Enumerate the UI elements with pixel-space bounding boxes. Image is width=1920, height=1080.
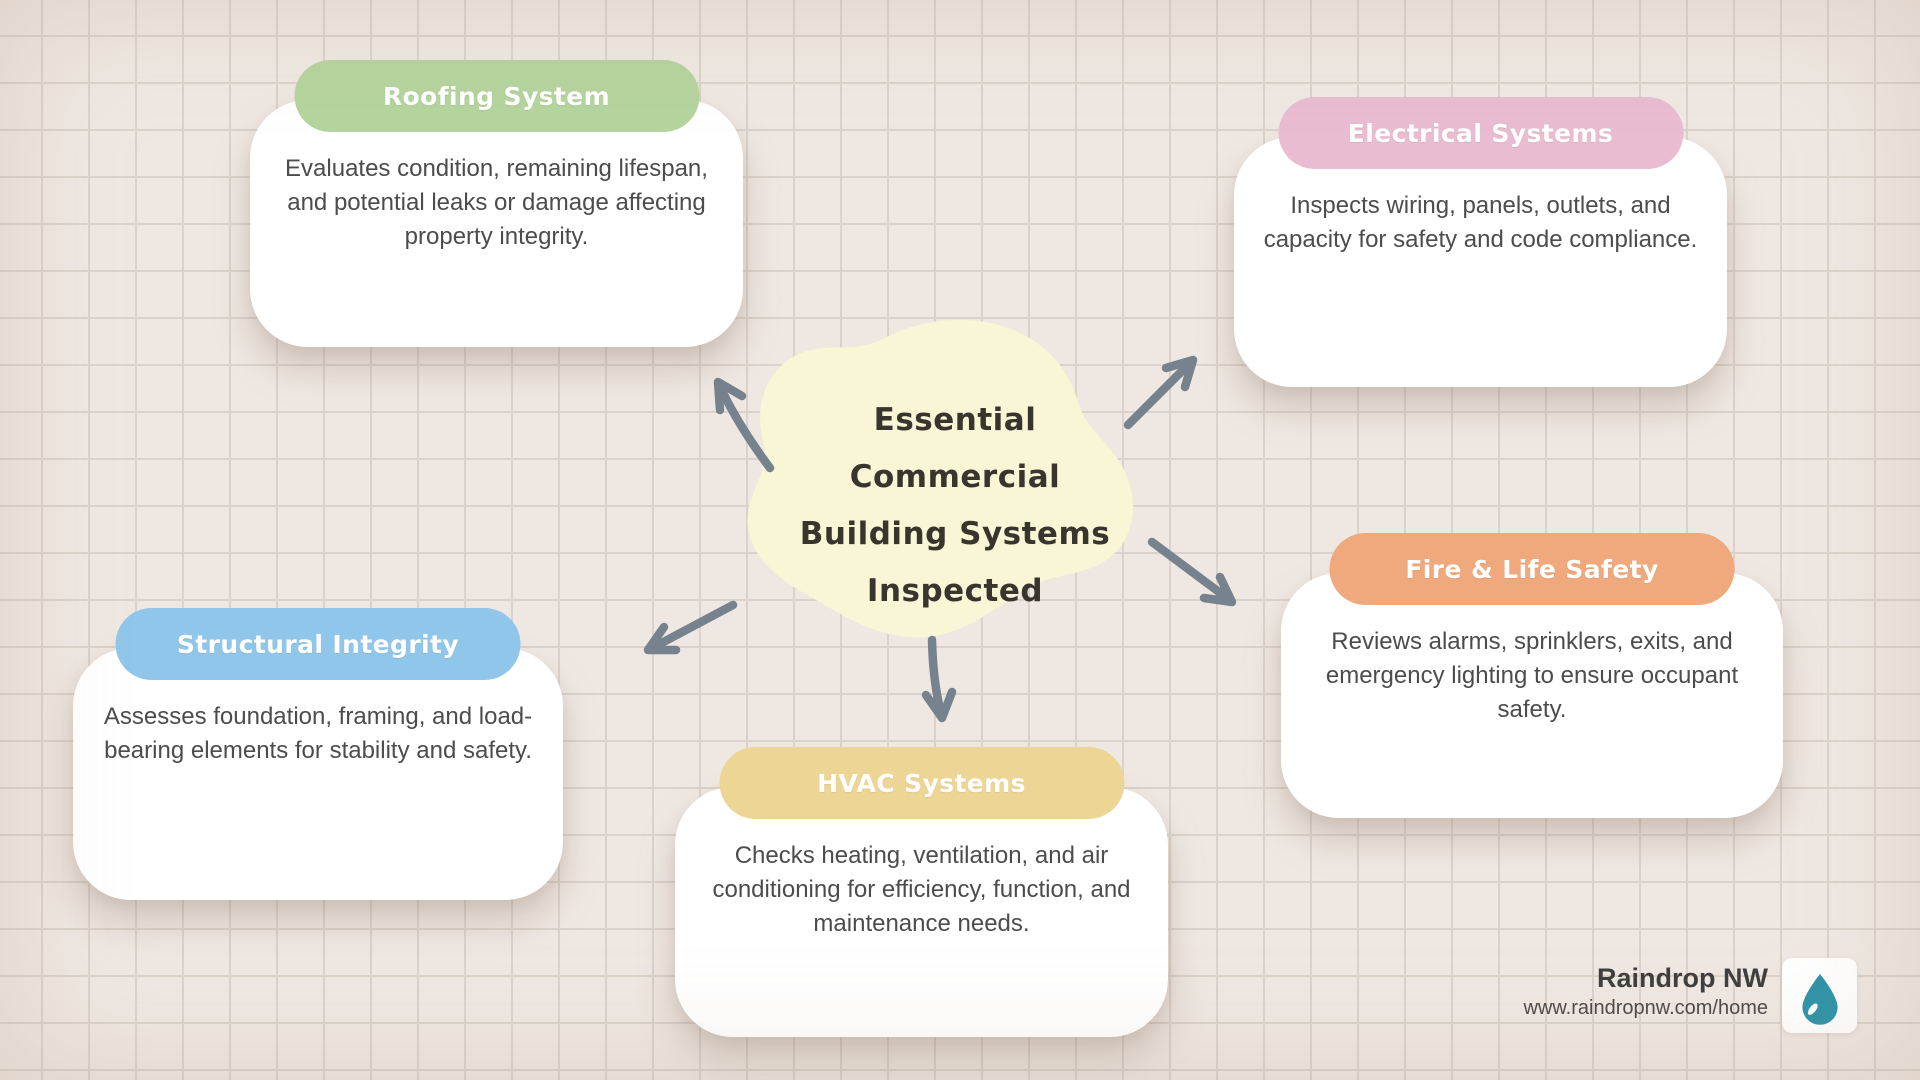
raindrop-icon-highlight [1807,1002,1818,1015]
arrow-to-electrical-icon [1123,355,1198,430]
node-label-structural: Structural Integrity [176,629,460,659]
logo-tile [1782,958,1857,1033]
node-pill-hvac: HVAC Systems [719,747,1124,819]
center-title-line-3: Inspected [866,573,1044,609]
node-card-roofing: Roofing System Evaluates condition, rema… [250,60,743,347]
node-description-electrical: Inspects wiring, panels, outlets, and ca… [1263,192,1698,253]
node-label-roofing: Roofing System [382,81,611,111]
arrow-to-roofing-icon [713,377,775,473]
node-label-electrical: Electrical Systems [1347,118,1614,148]
footer-url: www.raindropnw.com/home [1523,997,1768,1019]
node-pill-structural: Structural Integrity [115,608,521,680]
node-pill-fire: Fire & Life Safety [1329,533,1735,605]
center-title: Essential Commercial Building Systems In… [775,392,1135,620]
node-description-fire: Reviews alarms, sprinklers, exits, and e… [1325,628,1739,723]
node-label-hvac: HVAC Systems [817,768,1026,798]
center-blob-shape [747,319,1133,638]
arrow-to-hvac-icon [921,635,957,723]
node-description-structural: Assesses foundation, framing, and load-b… [103,703,533,764]
arrow-to-fire-icon [1147,537,1237,607]
raindrop-icon-shape [1801,973,1838,1025]
node-pill-electrical: Electrical Systems [1278,97,1683,169]
center-title-line-2: Building Systems [799,516,1111,552]
node-card-hvac: HVAC Systems Checks heating, ventilation… [675,747,1168,1037]
node-description-roofing: Evaluates condition, remaining lifespan,… [285,155,708,250]
node-pill-roofing: Roofing System [294,60,699,132]
node-description-hvac: Checks heating, ventilation, and air con… [712,842,1131,937]
center-title-line-1: Essential Commercial [849,402,1061,495]
node-card-electrical: Electrical Systems Inspects wiring, pane… [1234,97,1727,387]
raindrop-icon [1801,973,1838,1025]
footer-brand-block: Raindrop NW www.raindropnw.com/home [1523,962,1768,1022]
arrow-to-structural-icon [643,600,738,655]
node-card-structural: Structural Integrity Assesses foundation… [73,608,563,900]
node-card-fire: Fire & Life Safety Reviews alarms, sprin… [1281,533,1783,818]
footer-brand: Raindrop NW [1597,963,1768,993]
node-label-fire: Fire & Life Safety [1405,554,1659,584]
